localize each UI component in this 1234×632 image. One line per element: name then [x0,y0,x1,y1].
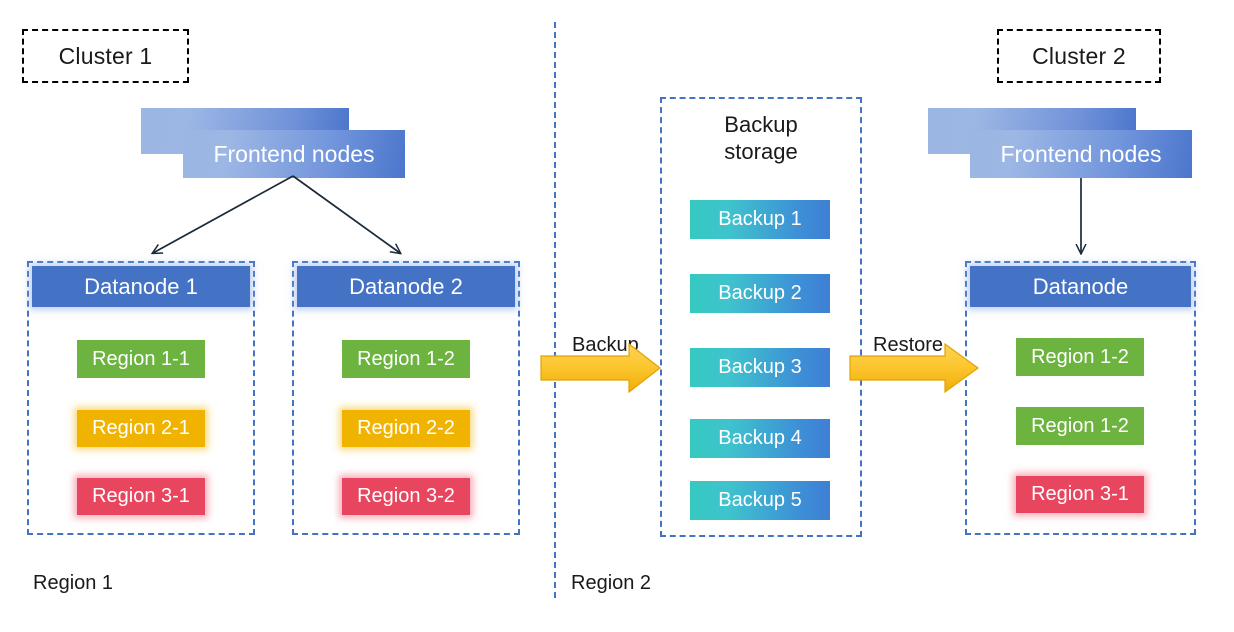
cluster1-chip-label: Cluster 1 [58,42,153,69]
datanode1-region-1: Region 1-1 [77,340,205,378]
cluster2-chip-label: Cluster 2 [1032,42,1126,69]
datanode2-region-3-label: Region 3-2 [357,485,455,507]
backup-item-3-label: Backup 3 [718,356,802,378]
cluster2-chip: Cluster 2 [997,29,1161,83]
datanode2-header: Datanode 2 [297,266,515,307]
datanode1-header-label: Datanode 1 [84,273,198,299]
cluster1-chip: Cluster 1 [22,29,189,83]
datanode1-container [27,261,255,535]
backup-item-5: Backup 5 [690,481,830,520]
cluster2-frontend-label: Frontend nodes [1000,140,1162,167]
cluster2-region-2: Region 1-2 [1016,407,1144,445]
restore-flow-label: Restore [873,334,944,356]
backup-flow-label: Backup [572,334,639,356]
frontend-to-datanode1-arrow [153,175,294,253]
backup-item-5-label: Backup 5 [718,489,802,511]
datanode2-header-label: Datanode 2 [349,273,463,299]
backup-storage-title-line2: storage [724,138,798,164]
backup-storage-title: Backup storage [660,112,862,166]
frontend-to-datanode2-arrow [292,175,400,253]
region-divider [554,22,556,598]
region-label-right: Region 2 [571,572,652,594]
backup-item-4: Backup 4 [690,419,830,458]
cluster2-region-2-label: Region 1-2 [1031,414,1129,437]
backup-item-2: Backup 2 [690,274,830,313]
datanode1-region-3: Region 3-1 [77,478,205,515]
frontend-node-front-card: Frontend nodes [183,130,405,178]
cluster1-frontend-nodes: Frontend nodes [141,108,405,178]
backup-storage-container [660,97,862,537]
cluster1-frontend-label: Frontend nodes [213,140,375,167]
datanode1-region-2-label: Region 2-1 [92,417,190,439]
datanode2-container [292,261,520,535]
datanode1-header: Datanode 1 [32,266,250,307]
cluster2-datanode-container [965,261,1196,535]
datanode2-region-3: Region 3-2 [342,478,470,515]
datanode2-region-1-label: Region 1-2 [357,347,455,370]
datanode1-region-1-label: Region 1-1 [92,347,190,370]
cluster2-region-1: Region 1-2 [1016,338,1144,376]
backup-item-1-label: Backup 1 [718,208,802,230]
backup-item-1: Backup 1 [690,200,830,239]
cluster2-datanode-header: Datanode [970,266,1191,307]
cluster2-region-3-label: Region 3-1 [1031,483,1129,505]
datanode1-region-2: Region 2-1 [77,410,205,447]
datanode2-region-1: Region 1-2 [342,340,470,378]
cluster2-region-1-label: Region 1-2 [1031,345,1129,368]
backup-item-3: Backup 3 [690,348,830,387]
frontend-node-front-card: Frontend nodes [970,130,1192,178]
datanode1-region-3-label: Region 3-1 [92,485,190,507]
region-label-left: Region 1 [33,572,114,594]
datanode2-region-2-label: Region 2-2 [357,417,455,439]
backup-item-4-label: Backup 4 [718,427,802,449]
datanode2-region-2: Region 2-2 [342,410,470,447]
cluster2-frontend-nodes: Frontend nodes [928,108,1192,178]
cluster2-datanode-header-label: Datanode [1032,273,1129,299]
backup-item-2-label: Backup 2 [718,282,802,304]
backup-storage-title-line1: Backup [724,112,798,137]
cluster2-region-3: Region 3-1 [1016,476,1144,513]
